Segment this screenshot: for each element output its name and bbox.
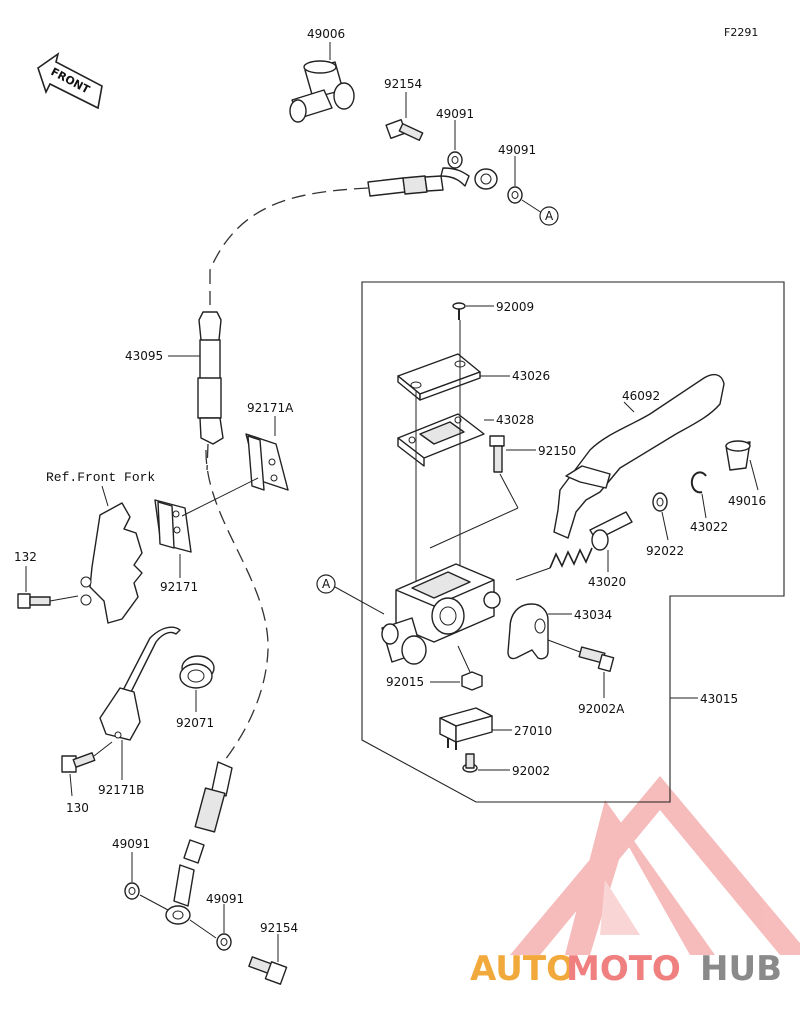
label-92071: 92071 [176,716,214,730]
figure-code: F2291 [724,26,758,39]
label-49006: 49006 [307,27,345,41]
front-arrow-icon [37,52,103,110]
label-49091-b: 49091 [498,143,536,157]
label-92002: 92002 [512,764,550,778]
part-46092-brake-lever [553,373,725,539]
label-92002A: 92002A [578,702,625,716]
part-92009-screw [452,302,494,320]
part-43028-diaphragm [397,413,494,467]
watermark-text-hub: HUB [700,949,782,989]
label-49091-c: 49091 [112,837,150,851]
label-49016: 49016 [728,494,766,508]
part-92171B-bracket [99,626,181,780]
part-49016-boot [725,440,759,491]
label-132: 132 [14,550,37,564]
label-92154-top: 92154 [384,77,422,91]
label-130: 130 [66,801,89,815]
watermark-text-moto: MOTO [566,949,681,989]
label-49091-a: 49091 [436,107,474,121]
label-46092: 46092 [622,389,660,403]
label-43034: 43034 [574,608,612,622]
watermark-logo [510,776,800,955]
part-43034-clamp [507,603,572,660]
label-92015: 92015 [386,675,424,689]
label-92171B: 92171B [98,783,144,797]
part-43020-piston-kit [515,511,633,581]
front-arrow-badge: FRONT [37,52,103,110]
part-92071-grommet [179,655,215,712]
label-43022: 43022 [690,520,728,534]
part-92150-bolt [429,435,536,549]
label-92022: 92022 [646,544,684,558]
callout-a-upper-text: A [545,209,554,223]
front-fork-reference [80,485,143,624]
label-92154-bottom: 92154 [260,921,298,935]
part-92171-clamp [154,477,259,578]
label-43028: 43028 [496,413,534,427]
callout-a-lower [316,574,336,594]
watermark-inner-triangle-icon [565,800,715,955]
label-92171A: 92171A [247,401,294,415]
part-43095-brake-hose [165,167,498,925]
part-master-cylinder-body [381,563,501,665]
label-92009: 92009 [496,300,534,314]
assembly-box-43015 [361,281,785,803]
part-92002-screw [462,753,510,773]
label-43015: 43015 [700,692,738,706]
watermark-text-auto: AUTO [470,949,575,989]
part-92002A-bolt [547,639,615,698]
label-92171: 92171 [160,580,198,594]
part-132-bolt [17,566,79,609]
part-92171A-clamp [245,416,289,491]
part-49006-boot [289,42,355,123]
ref-front-fork-label: Ref.Front Fork [46,470,155,485]
part-43026-reservoir-cap [397,353,510,401]
label-27010: 27010 [514,724,552,738]
part-92015-nut [430,645,483,691]
label-43026: 43026 [512,369,550,383]
label-92150: 92150 [538,444,576,458]
label-43020: 43020 [588,575,626,589]
watermark-triangle-icon [510,776,800,955]
part-92154-bolt-top [385,92,424,141]
callout-a-upper [539,206,559,226]
part-130-bolt [61,741,113,797]
part-92154-bolt-bottom [248,934,288,985]
part-43022-circlip [690,471,707,519]
label-43095: 43095 [125,349,163,363]
part-27010-brake-switch [439,707,512,750]
label-49091-d: 49091 [206,892,244,906]
callout-a-lower-text: A [322,577,331,591]
